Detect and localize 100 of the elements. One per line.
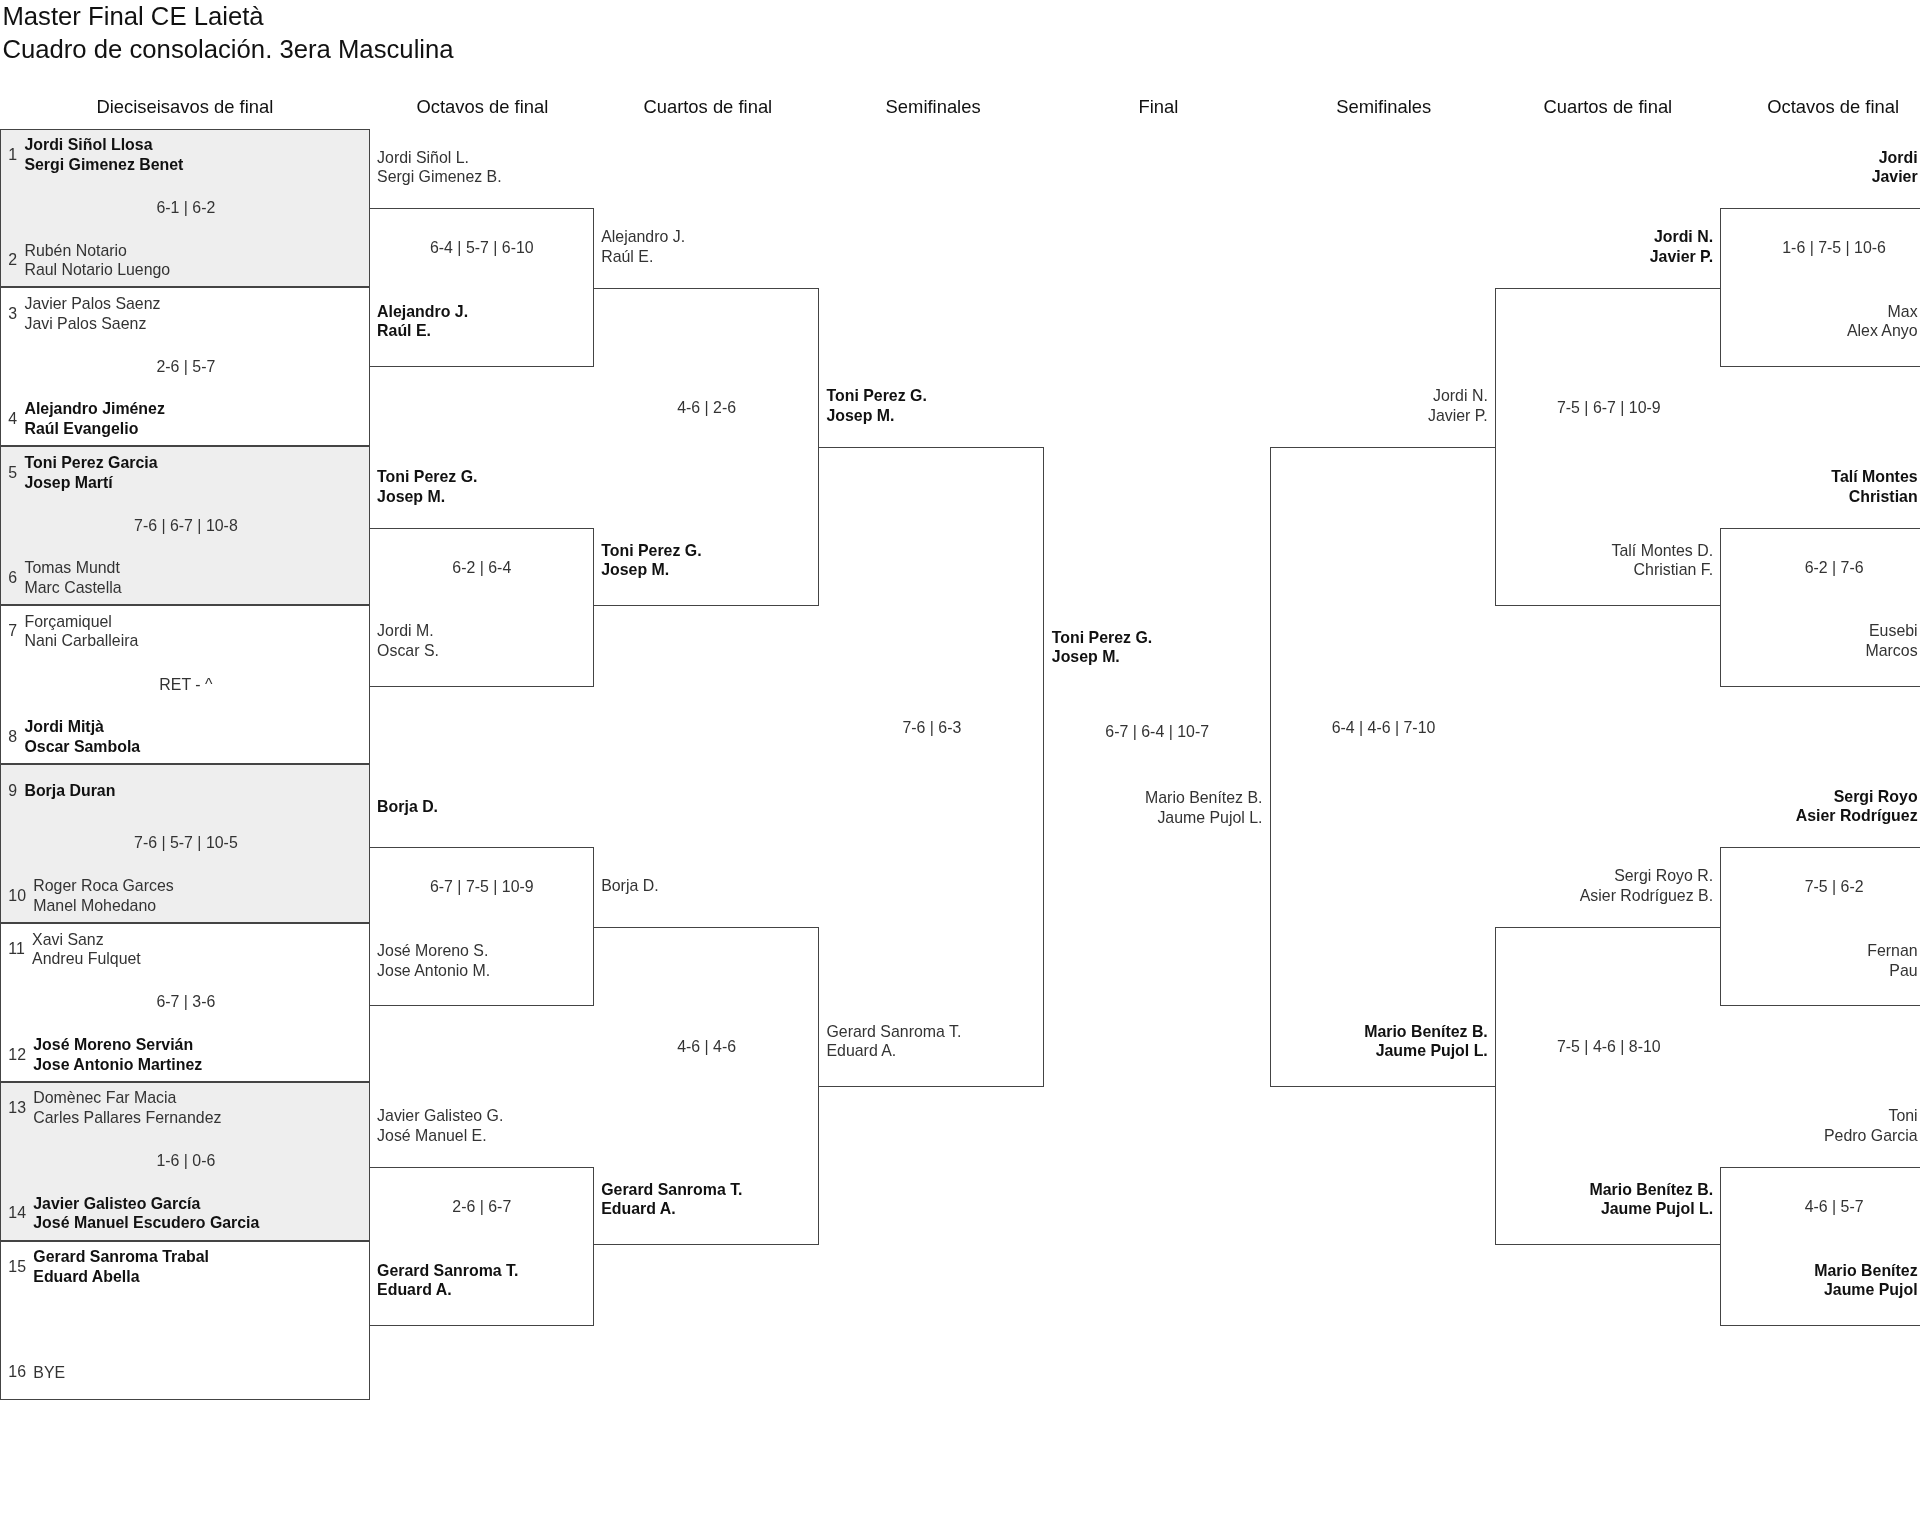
player-name: Javier P. xyxy=(1649,247,1714,267)
player-name: Raúl E. xyxy=(377,321,432,342)
player-name: Josep M. xyxy=(601,560,671,581)
round-header: Dieciseisavos de final xyxy=(96,95,274,118)
player-name: Sergi Gimenez B. xyxy=(377,167,502,188)
player-name: Pedro Garcia xyxy=(1823,1126,1918,1146)
player-name: Marcos xyxy=(1865,641,1918,662)
round-header: Cuartos de final xyxy=(643,95,773,118)
round-header: Cuartos de final xyxy=(1543,95,1673,118)
player-name: Roger Roca Garces xyxy=(33,876,174,897)
player-name: Oscar S. xyxy=(377,641,439,662)
player-name: Forçamiquel xyxy=(24,612,113,632)
seed-number: 4 xyxy=(8,410,18,429)
match-score: 6-7 | 6-4 | 10-7 xyxy=(1105,722,1209,741)
player-name: Toni Perez G. xyxy=(601,541,702,561)
round-header: Semifinales xyxy=(1336,95,1432,118)
player-name: Pau xyxy=(1888,961,1918,981)
match-cell xyxy=(0,764,370,923)
match-score: 6-1 | 6-2 xyxy=(156,199,216,217)
player-name: Jordi Mitjà xyxy=(24,717,105,738)
player-name: Jordi N. xyxy=(1432,386,1488,407)
match-cell xyxy=(0,287,370,447)
player-name: Borja Duran xyxy=(24,781,116,801)
player-name: Alex Anyo xyxy=(1846,321,1918,342)
match-score: 7-5 | 6-7 | 10-9 xyxy=(1556,398,1661,417)
player-name: Raul Notario Luengo xyxy=(24,260,171,281)
seed-number: 13 xyxy=(8,1099,26,1118)
match-score: 7-5 | 6-2 xyxy=(1804,878,1864,897)
player-name: Jordi Siñol Llosa xyxy=(24,135,154,156)
seed-number: 12 xyxy=(8,1046,26,1064)
player-name: Xavi Sanz xyxy=(32,930,105,950)
player-name: Josep M. xyxy=(1051,647,1121,668)
player-name: Gerard Sanroma T. xyxy=(377,1261,519,1281)
diagram-subtitle: Cuadro de consolación. 3era Masculina xyxy=(2,34,454,66)
player-name: Nani Carballeira xyxy=(24,631,139,652)
match-score: 6-4 | 4-6 | 7-10 xyxy=(1331,718,1436,737)
player-name: Toni Perez G. xyxy=(377,467,478,488)
match-score: 6-4 | 5-7 | 6-10 xyxy=(429,239,534,258)
seed-number: 14 xyxy=(8,1204,26,1223)
player-name: Mario Benítez B. xyxy=(1589,1180,1714,1200)
player-name: Andreu Fulquet xyxy=(32,949,141,970)
player-name: Tomas Mundt xyxy=(24,558,121,579)
player-name: Javier Palos Saenz xyxy=(24,294,161,315)
player-name: Christian F. xyxy=(1632,560,1714,581)
player-name: Eduard A. xyxy=(826,1041,898,1062)
seed-number: 7 xyxy=(8,622,18,641)
player-name: Domènec Far Macia xyxy=(33,1088,178,1109)
player-name: Alejandro Jiménez xyxy=(24,399,165,420)
seed-number: 5 xyxy=(8,464,18,482)
match-score: 4-6 | 5-7 xyxy=(1804,1198,1864,1217)
player-name: Javier P. xyxy=(1428,406,1488,426)
player-name: Jaume Pujol L. xyxy=(1599,1199,1714,1220)
match-cell xyxy=(0,1240,370,1400)
player-name: Javi Palos Saenz xyxy=(24,314,148,334)
player-name: Alejandro J. xyxy=(601,227,686,248)
seed-number: 9 xyxy=(8,781,18,800)
seed-number: 15 xyxy=(8,1258,26,1277)
player-name: José Manuel Escudero Garcia xyxy=(33,1213,260,1234)
player-name: Toni xyxy=(1887,1106,1918,1127)
player-name: Asier Rodríguez xyxy=(1795,806,1918,827)
match-score: 6-7 | 7-5 | 10-9 xyxy=(429,878,534,897)
player-name: Raúl E. xyxy=(601,247,655,267)
player-name: Eduard A. xyxy=(601,1199,677,1220)
player-name: Gerard Sanroma Trabal xyxy=(33,1247,210,1268)
player-name: Manel Mohedano xyxy=(33,896,158,916)
match-score: 4-6 | 2-6 xyxy=(677,398,737,417)
player-name: Jose Antonio M. xyxy=(377,961,491,981)
seed-number: 2 xyxy=(8,251,18,270)
player-name: Eusebi xyxy=(1868,621,1918,642)
player-name: Asier Rodríguez B. xyxy=(1579,886,1714,906)
player-name: Oscar Sambola xyxy=(24,737,141,757)
player-name: Eduard A. xyxy=(377,1280,453,1301)
match-score: 6-2 | 6-4 xyxy=(452,559,512,577)
player-name: BYE xyxy=(33,1362,66,1383)
player-name: Javier Galisteo G. xyxy=(377,1106,504,1127)
match-score: 6-2 | 7-6 xyxy=(1804,559,1864,577)
match-score: 7-6 | 5-7 | 10-5 xyxy=(134,834,238,853)
player-name: Rubén Notario xyxy=(24,241,128,261)
player-name: José Manuel E. xyxy=(377,1126,488,1146)
seed-number: 8 xyxy=(8,728,18,747)
round-header: Octavos de final xyxy=(1767,95,1900,118)
player-name: Jordi xyxy=(1877,148,1918,168)
match-cell xyxy=(0,1081,370,1241)
match-cell xyxy=(0,446,370,606)
player-name: Josep Martí xyxy=(24,473,114,493)
player-name: Mario Benítez B. xyxy=(1145,788,1263,809)
player-name: Jordi Siñol L. xyxy=(377,148,470,168)
match-score: 1-6 | 7-5 | 10-6 xyxy=(1782,239,1886,258)
player-name: Jaume Pujol L. xyxy=(1156,808,1263,828)
player-name: Raúl Evangelio xyxy=(24,419,140,439)
player-name: Max xyxy=(1886,302,1918,322)
player-name: Jaume Pujol xyxy=(1823,1280,1918,1301)
player-name: Christian xyxy=(1847,487,1918,507)
match-score: 2-6 | 5-7 xyxy=(156,357,216,376)
player-name: Fernan xyxy=(1867,941,1918,961)
match-score: 7-5 | 4-6 | 8-10 xyxy=(1556,1037,1661,1056)
seed-number: 3 xyxy=(8,305,18,324)
player-name: Toni Perez G. xyxy=(1051,628,1153,648)
player-name: Gerard Sanroma T. xyxy=(826,1022,962,1042)
player-name: Carles Pallares Fernandez xyxy=(33,1108,222,1129)
